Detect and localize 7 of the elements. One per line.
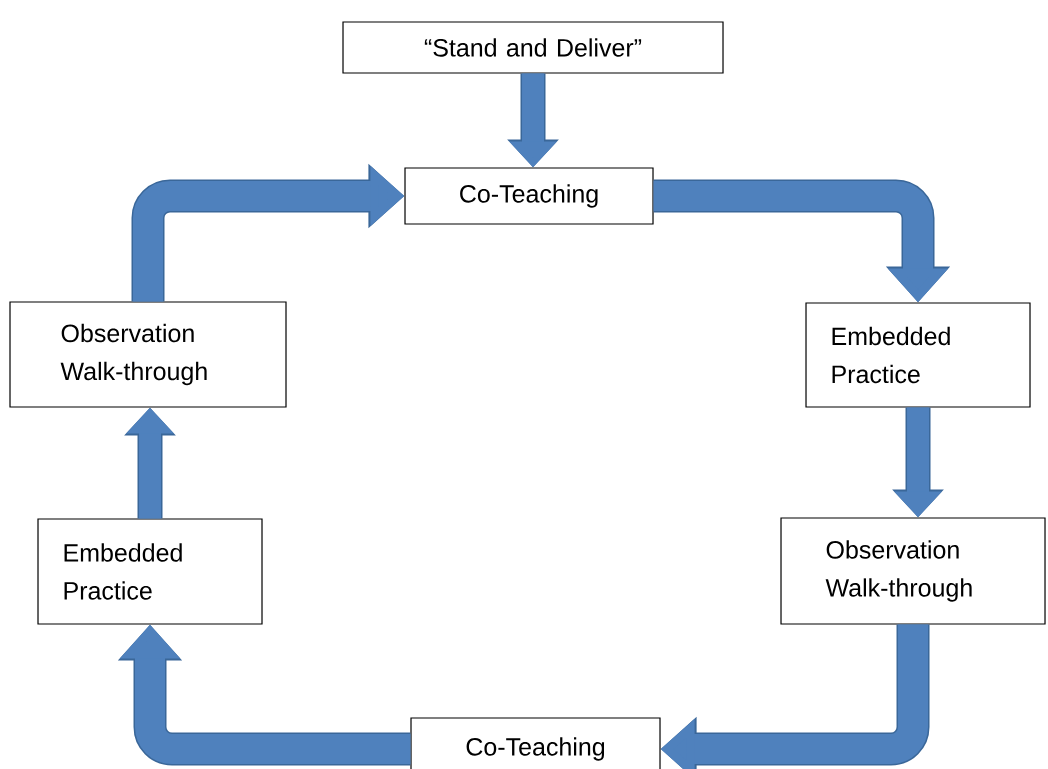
process-box: Observation Walk-through [9, 301, 287, 408]
process-box: Co-Teaching [410, 717, 661, 769]
process-box: Embedded Practice [805, 302, 1031, 408]
process-box: “Stand and Deliver” [342, 21, 724, 74]
process-box: Observation Walk-through [780, 517, 1046, 625]
process-box: Embedded Practice [37, 518, 263, 625]
process-box: Co-Teaching [404, 167, 654, 225]
